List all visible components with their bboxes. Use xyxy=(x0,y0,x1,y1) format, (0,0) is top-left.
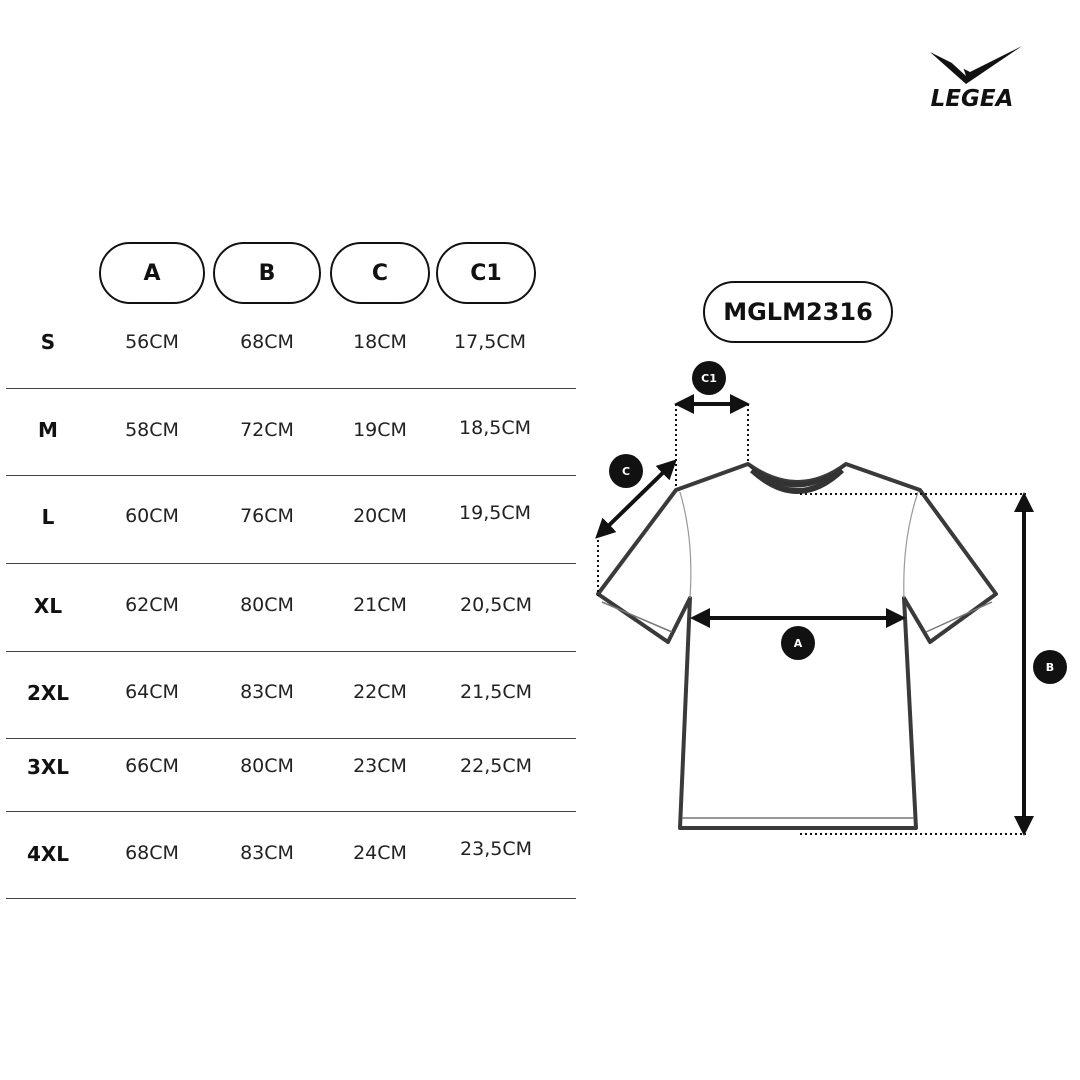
cell-c1: 23,5CM xyxy=(460,838,532,860)
cell-c1: 18,5CM xyxy=(459,417,531,439)
size-label: 3XL xyxy=(26,755,70,779)
row-divider xyxy=(6,811,576,812)
cell-b: 83CM xyxy=(240,842,294,864)
row-divider xyxy=(6,388,576,389)
row-divider xyxy=(6,738,576,739)
size-label: 2XL xyxy=(26,681,70,705)
cell-c: 23CM xyxy=(353,755,407,777)
cell-c1: 21,5CM xyxy=(460,681,532,703)
cell-b: 83CM xyxy=(240,681,294,703)
cell-b: 80CM xyxy=(240,755,294,777)
row-divider xyxy=(6,475,576,476)
size-label: M xyxy=(38,418,58,442)
cell-c: 19CM xyxy=(353,419,407,441)
cell-b: 80CM xyxy=(240,594,294,616)
cell-a: 64CM xyxy=(125,681,179,703)
cell-a: 62CM xyxy=(125,594,179,616)
cell-a: 58CM xyxy=(125,419,179,441)
size-label: L xyxy=(41,505,55,529)
column-header-a: A xyxy=(99,242,205,304)
cell-c: 18CM xyxy=(353,331,407,353)
label-badge-c: C xyxy=(609,454,643,488)
cell-a: 56CM xyxy=(125,331,179,353)
cell-b: 72CM xyxy=(240,419,294,441)
cell-c: 24CM xyxy=(353,842,407,864)
legea-swoosh-icon xyxy=(930,46,1022,84)
cell-c1: 19,5CM xyxy=(459,502,531,524)
cell-b: 68CM xyxy=(240,331,294,353)
row-divider xyxy=(6,898,576,899)
column-header-c1: C1 xyxy=(436,242,536,304)
brand-name: LEGEA xyxy=(930,86,1014,112)
cell-c1: 22,5CM xyxy=(460,755,532,777)
cell-c1: 17,5CM xyxy=(454,331,526,353)
size-label: S xyxy=(40,330,56,354)
tshirt-diagram xyxy=(595,394,1034,836)
size-label: XL xyxy=(33,594,63,618)
cell-b: 76CM xyxy=(240,505,294,527)
cell-c: 21CM xyxy=(353,594,407,616)
cell-a: 68CM xyxy=(125,842,179,864)
label-badge-c1: C1 xyxy=(692,361,726,395)
cell-c: 20CM xyxy=(353,505,407,527)
column-header-c: C xyxy=(330,242,430,304)
label-badge-b: B xyxy=(1033,650,1067,684)
size-label: 4XL xyxy=(26,842,70,866)
label-badge-a: A xyxy=(781,626,815,660)
cell-a: 66CM xyxy=(125,755,179,777)
row-divider xyxy=(6,651,576,652)
cell-c: 22CM xyxy=(353,681,407,703)
cell-c1: 20,5CM xyxy=(460,594,532,616)
brand-logo: LEGEA xyxy=(916,44,1028,116)
cell-a: 60CM xyxy=(125,505,179,527)
row-divider xyxy=(6,563,576,564)
model-code: MGLM2316 xyxy=(703,281,893,343)
arrow-c xyxy=(595,459,677,539)
column-header-b: B xyxy=(213,242,321,304)
